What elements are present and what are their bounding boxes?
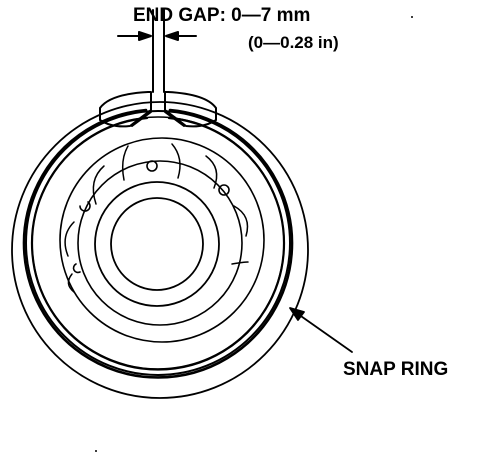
end-gap-dimension <box>117 9 197 93</box>
print-speck <box>95 450 97 452</box>
bearing-outer-race <box>25 110 291 376</box>
print-speck <box>411 16 413 18</box>
snap-ring-inner-edge <box>30 116 286 371</box>
end-gap-imperial: (0—0.28 in) <box>248 33 339 52</box>
cage-partitions <box>64 143 249 293</box>
ball-cage-inner <box>77 160 243 326</box>
ball-cage-outer <box>59 137 265 343</box>
bearing-balls <box>72 160 230 274</box>
snap-ring-leader-arrow <box>289 307 353 353</box>
outer-housing-circle <box>11 101 309 399</box>
inner-race-outer <box>94 181 220 307</box>
end-gap-title: END GAP: 0—7 mm <box>133 5 311 26</box>
snap-ring-outer-edge <box>22 108 294 379</box>
inner-race-bore <box>110 197 204 291</box>
snap-ring-label: SNAP RING <box>343 359 449 380</box>
snap-ring-lugs <box>99 91 217 128</box>
